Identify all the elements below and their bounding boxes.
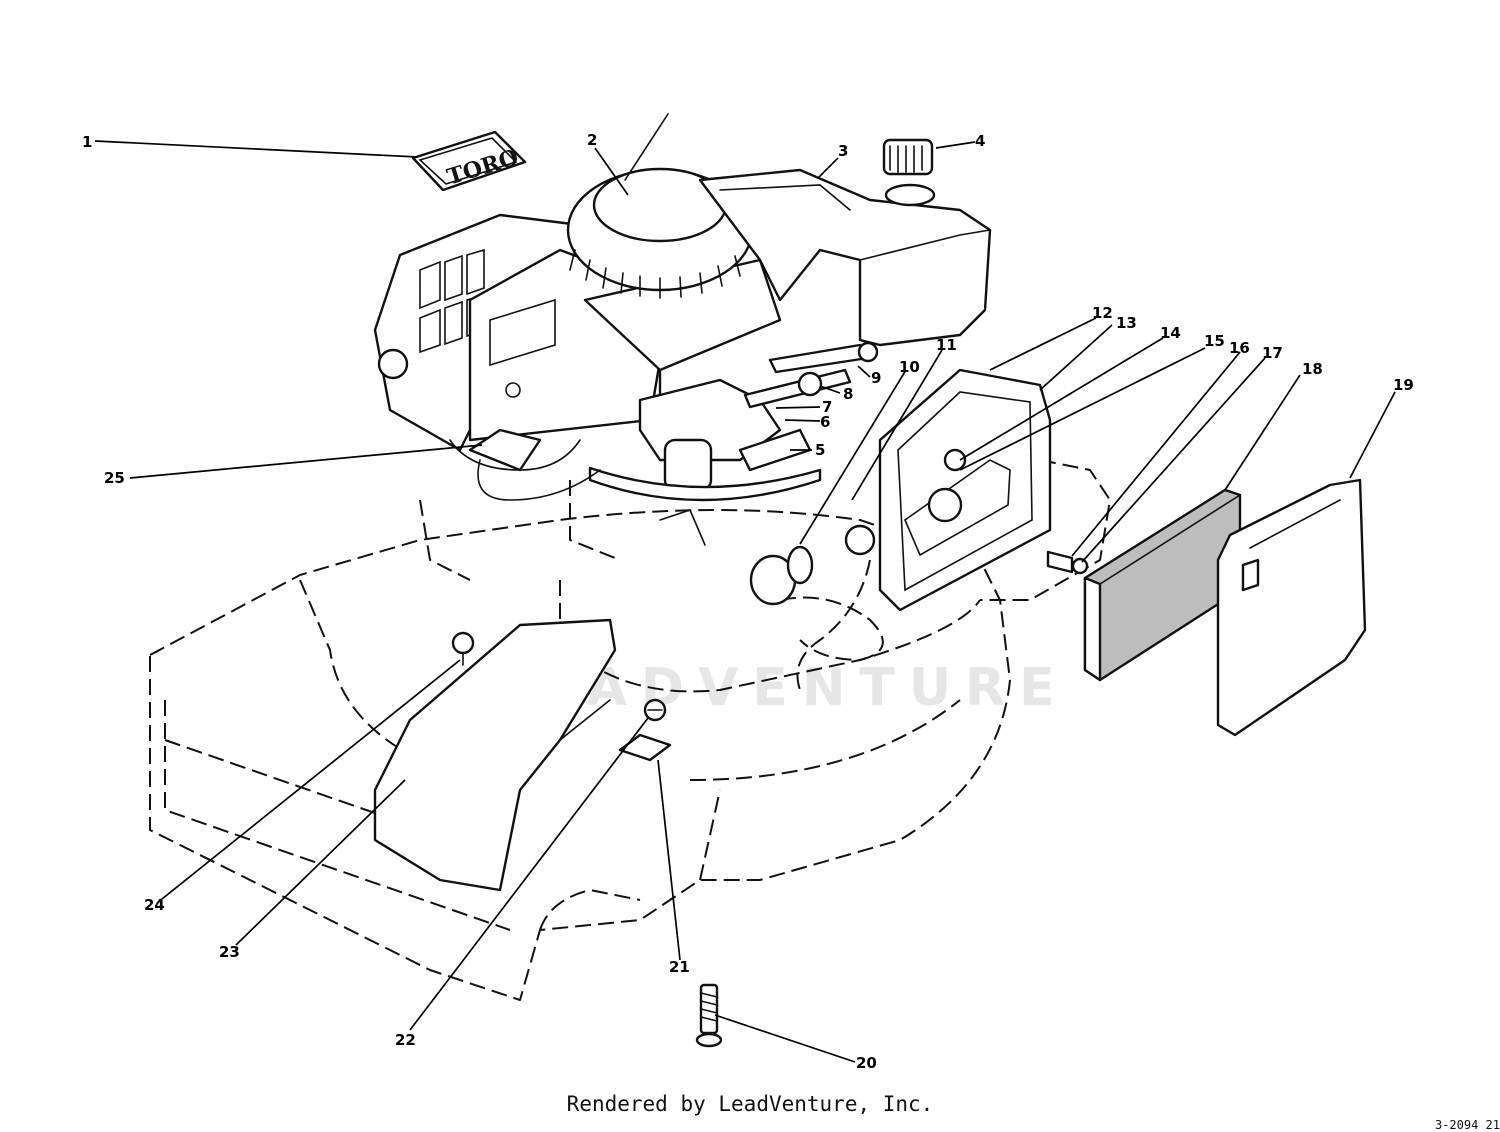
callout-9: 9 — [871, 369, 881, 387]
figure-code: 3-2094 21 — [1434, 1118, 1500, 1132]
callout-21: 21 — [669, 958, 690, 976]
callout-3: 3 — [838, 142, 848, 160]
air-cleaner-fitting — [749, 545, 814, 606]
leader-lines — [94, 140, 1396, 1063]
callout-18: 18 — [1302, 360, 1323, 378]
callout-8: 8 — [843, 385, 853, 403]
toro-logo-plate: TORO — [411, 130, 527, 192]
bolt-20 — [695, 983, 723, 1048]
callout-12: 12 — [1092, 304, 1113, 322]
callout-2: 2 — [587, 131, 597, 149]
callout-15: 15 — [1204, 332, 1225, 350]
recoil-starter — [566, 113, 754, 299]
callout-5: 5 — [815, 441, 825, 459]
callout-24: 24 — [144, 896, 165, 914]
callout-20: 20 — [856, 1054, 877, 1072]
discharge-shield — [373, 618, 617, 892]
filter-element — [1083, 488, 1242, 682]
screw-22 — [643, 698, 667, 722]
callout-19: 19 — [1393, 376, 1414, 394]
callout-23: 23 — [219, 943, 240, 961]
callout-17: 17 — [1262, 344, 1283, 362]
clip-21 — [618, 733, 672, 762]
callout-4: 4 — [975, 132, 985, 150]
callout-7: 7 — [822, 398, 832, 416]
callout-6: 6 — [820, 413, 830, 431]
callout-14: 14 — [1160, 324, 1181, 342]
cleaner-stud — [1046, 550, 1089, 575]
carburetor — [588, 341, 879, 546]
callout-13: 13 — [1116, 314, 1137, 332]
filter-cover — [1216, 478, 1367, 737]
callout-10: 10 — [899, 358, 920, 376]
footer-credit: Rendered by LeadVenture, Inc. — [566, 1092, 934, 1116]
engine-shroud — [373, 213, 782, 471]
callout-11: 11 — [936, 336, 957, 354]
air-cleaner-body — [844, 368, 1052, 612]
screw-24 — [451, 631, 475, 666]
callout-labels: 1 2 3 4 5 6 7 8 9 10 11 12 13 14 15 16 1… — [82, 131, 1414, 1072]
callout-22: 22 — [395, 1031, 416, 1049]
callout-16: 16 — [1229, 339, 1250, 357]
callout-25: 25 — [104, 469, 125, 487]
fuel-tank — [698, 138, 992, 347]
spark-plug-wire — [468, 428, 601, 501]
callout-1: 1 — [82, 133, 92, 151]
